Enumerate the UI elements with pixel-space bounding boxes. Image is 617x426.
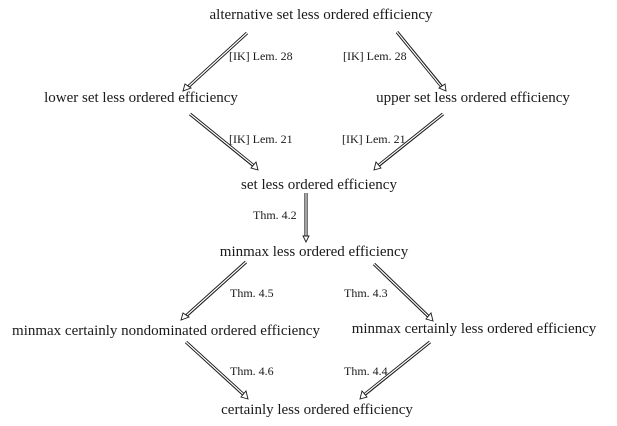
edge-label-lem28-right: [IK] Lem. 28 [343, 49, 407, 63]
edge-label-thm46: Thm. 4.6 [230, 364, 274, 378]
edge-label-thm43: Thm. 4.3 [344, 286, 388, 300]
node-minmax-less: minmax less ordered efficiency [219, 244, 409, 260]
node-minmax-certainly-less: minmax certainly less ordered efficiency [351, 321, 597, 337]
node-upper-set: upper set less ordered efficiency [376, 90, 570, 106]
edge-label-thm44: Thm. 4.4 [344, 364, 388, 378]
node-certainly-less: certainly less ordered efficiency [221, 402, 413, 418]
edge-label-lem21-left: [IK] Lem. 21 [229, 132, 293, 146]
node-set-less: set less ordered efficiency [241, 177, 397, 193]
node-lower-set: lower set less ordered efficiency [44, 90, 238, 106]
node-minmax-certainly-nondominated: minmax certainly nondominated ordered ef… [12, 323, 320, 339]
edge-label-lem28-left: [IK] Lem. 28 [229, 49, 293, 63]
edge-label-thm42: Thm. 4.2 [253, 208, 297, 222]
edge-label-lem21-right: [IK] Lem. 21 [342, 132, 406, 146]
edge-label-thm45: Thm. 4.5 [230, 286, 274, 300]
node-alternative-set: alternative set less ordered efficiency [209, 7, 433, 23]
